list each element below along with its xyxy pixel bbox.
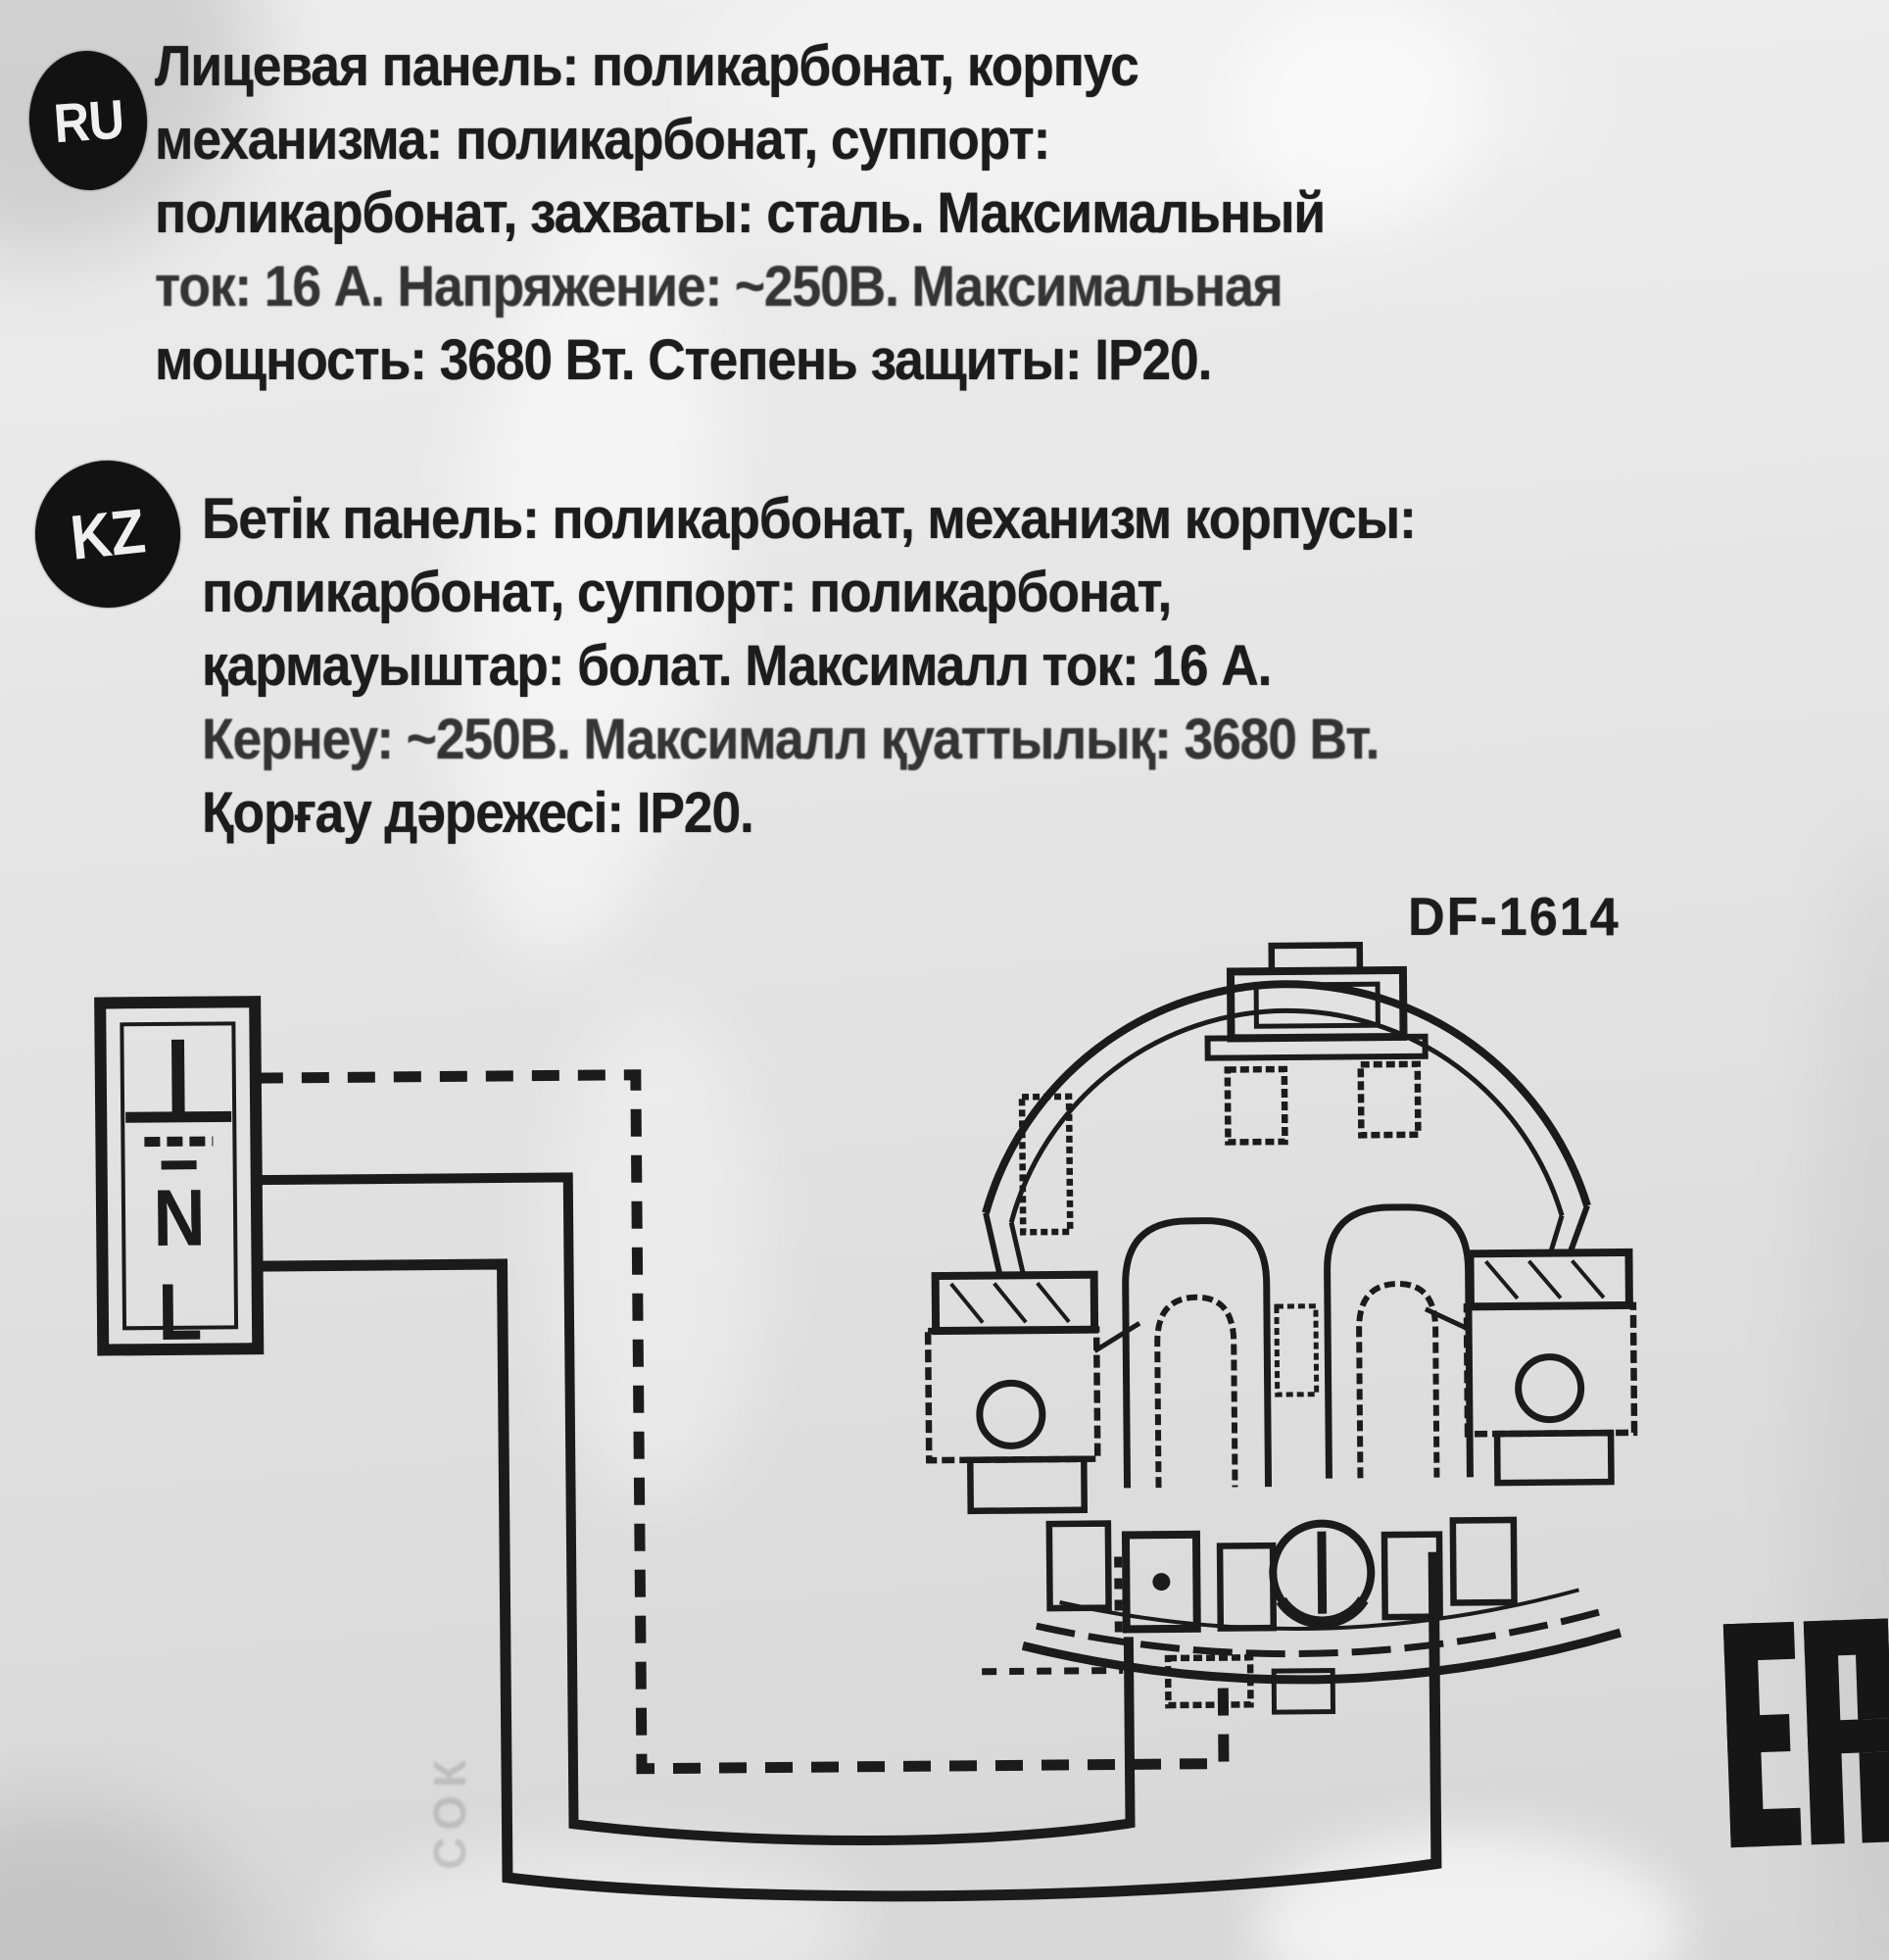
ru-line: Лицевая панель: поликарбонат, корпус: [155, 34, 1139, 98]
neutral-wire: [256, 1172, 1136, 1845]
earth-wire: [255, 1069, 1230, 1775]
kz-line: Кернеу: ~250В. Максималл қуаттылық: 3680…: [202, 708, 1380, 771]
kz-spec-paragraph: Бетік панель: поликарбонат, механизм кор…: [202, 482, 1521, 850]
kz-line: Қорғау дәрежесі: IP20.: [202, 781, 754, 845]
socket-mechanism-illustration: [924, 942, 1638, 1715]
ru-line: ток: 16 А. Напряжение: ~250В. Максимальн…: [155, 255, 1284, 318]
ru-line: механизма: поликарбонат, суппорт:: [155, 108, 1050, 172]
earth-ground-icon: [125, 1039, 232, 1170]
ru-line: поликарбонат, захваты: сталь. Максимальн…: [155, 181, 1326, 245]
ru-line: мощность: 3680 Вт. Степень защиты: IP20.: [155, 328, 1212, 392]
terminal-box: N L: [94, 996, 265, 1357]
kz-line: поликарбонат, суппорт: поликарбонат,: [202, 561, 1172, 624]
line-wire: [257, 1258, 1442, 1902]
terminal-label-line: L: [158, 1266, 203, 1357]
terminal-label-neutral: N: [153, 1172, 206, 1263]
model-number: DF-1614: [1408, 886, 1621, 947]
kz-line: Бетік панель: поликарбонат, механизм кор…: [202, 487, 1417, 551]
kz-line: қармауыштар: болат. Максималл ток: 16 А.: [202, 634, 1272, 698]
eac-mark: [1722, 1618, 1889, 1848]
ru-spec-paragraph: Лицевая панель: поликарбонат, корпус мех…: [155, 29, 1427, 397]
